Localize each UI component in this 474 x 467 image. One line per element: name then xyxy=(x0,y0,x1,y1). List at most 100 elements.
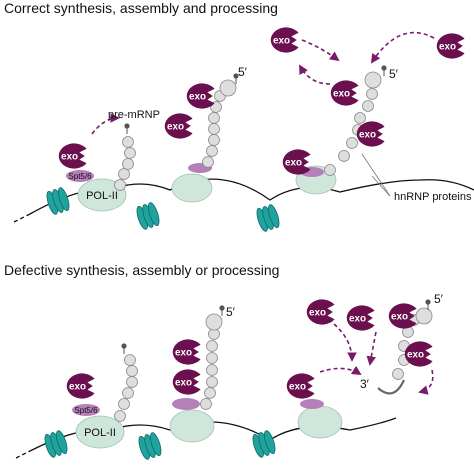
five-prime-label: 5′ xyxy=(226,305,236,319)
exo-shape xyxy=(388,303,417,329)
rna-bead xyxy=(206,340,218,352)
rna-bead xyxy=(118,168,130,180)
dna-dashed-end xyxy=(13,213,31,223)
exo-complex: exo xyxy=(404,341,433,367)
rna-bead xyxy=(324,164,336,176)
transfer-arrow xyxy=(366,331,377,366)
rna-bead xyxy=(338,150,350,162)
exo-label: exo xyxy=(273,36,290,47)
panel-title-defective: Defective synthesis, assembly or process… xyxy=(4,262,280,278)
five-prime-label: 5′ xyxy=(434,292,444,306)
nucleosome-disc xyxy=(267,204,280,229)
rna-bead xyxy=(205,313,223,331)
pol-ii-label: POL-II xyxy=(84,427,116,439)
pre-mrnp-label: pre-mRNP xyxy=(108,109,160,121)
pol-ii-enzyme xyxy=(77,178,127,212)
rna-bead xyxy=(206,145,218,157)
exo-label: exo xyxy=(359,130,376,141)
rna-bead xyxy=(122,158,134,170)
exo-complex: exo xyxy=(172,369,201,395)
exo-complex: exo xyxy=(286,373,315,399)
exo-shape xyxy=(58,143,87,169)
exo-complex: exo xyxy=(356,121,385,147)
exo-complex: exo xyxy=(436,33,465,59)
rna-bead xyxy=(118,398,130,410)
cap-dot xyxy=(381,65,387,71)
hnrnp-leader xyxy=(361,153,391,197)
rna-bead xyxy=(208,112,220,124)
exo-label: exo xyxy=(349,314,366,325)
exo-complex: exo xyxy=(58,143,87,169)
exo-label: exo xyxy=(391,312,408,323)
exo-complex: exo xyxy=(306,299,335,325)
rna-bead xyxy=(114,179,126,191)
five-prime-label: 5′ xyxy=(389,67,399,81)
pol-ii-enzyme xyxy=(297,405,343,439)
rna-bead xyxy=(122,387,134,399)
spt-complex xyxy=(66,170,94,182)
hnrnp-leader xyxy=(371,175,391,197)
exo-shape xyxy=(286,373,315,399)
exo-shape xyxy=(164,113,193,139)
nucleosome xyxy=(138,432,162,460)
exo-shape xyxy=(172,339,201,365)
dna-dashed-end xyxy=(15,449,33,459)
exo-label: exo xyxy=(333,89,350,100)
rna-bead xyxy=(114,410,126,422)
exo-complex: exo xyxy=(164,113,193,139)
spt-complex xyxy=(300,399,324,409)
nucleosome-disc xyxy=(55,430,68,455)
panel-title-correct: Correct synthesis, assembly and processi… xyxy=(4,0,278,16)
exo-label: exo xyxy=(407,350,424,361)
cap-dot xyxy=(233,73,239,79)
exo-shape xyxy=(356,121,385,147)
exo-label: exo xyxy=(175,378,192,389)
exo-shape xyxy=(306,299,335,325)
exo-complex: exo xyxy=(388,303,417,329)
rna-bead xyxy=(208,123,220,135)
rna-bead xyxy=(124,147,136,159)
pol-ii-label: POL-II xyxy=(86,190,118,202)
nucleosome xyxy=(136,202,160,230)
nucleosome-disc xyxy=(57,187,70,212)
rna-bead xyxy=(122,136,134,148)
rna-bead xyxy=(208,134,220,146)
rna-bead xyxy=(200,398,212,410)
nucleosome xyxy=(44,430,68,458)
spt-complex xyxy=(172,398,200,410)
exo-label: exo xyxy=(175,348,192,359)
three-prime-label: 3′ xyxy=(360,377,370,391)
rna-bead xyxy=(362,100,374,112)
exo-label: exo xyxy=(289,382,306,393)
transfer-arrow xyxy=(91,113,120,135)
exo-label: exo xyxy=(167,122,184,133)
rna-bead xyxy=(126,376,138,388)
exo-shape xyxy=(66,373,95,399)
exo-shape xyxy=(346,305,375,331)
spt-complex xyxy=(72,404,100,416)
rna-bead xyxy=(354,112,366,124)
transfer-arrow xyxy=(370,31,435,64)
exo-complex: exo xyxy=(172,339,201,365)
five-prime-label: 5′ xyxy=(238,65,248,79)
exo-shape xyxy=(186,83,215,109)
rna-bead xyxy=(415,307,433,325)
rna-bead xyxy=(206,352,218,364)
nucleosome xyxy=(252,430,276,458)
transfer-arrow xyxy=(299,64,331,85)
exo-shape xyxy=(330,80,359,106)
rna-bead xyxy=(204,387,216,399)
rna-bead xyxy=(392,368,404,380)
hnrnp-label: hnRNP proteins xyxy=(394,191,472,203)
transfer-arrow xyxy=(319,365,362,376)
rna-bead xyxy=(126,365,138,377)
exo-shape xyxy=(436,33,465,59)
cap-dot xyxy=(124,123,130,129)
spt-label: Spt5/6 xyxy=(74,406,98,415)
nucleosome-disc xyxy=(147,202,160,227)
rna-bead xyxy=(206,376,218,388)
transfer-arrow xyxy=(418,369,434,395)
exo-label: exo xyxy=(439,42,456,53)
